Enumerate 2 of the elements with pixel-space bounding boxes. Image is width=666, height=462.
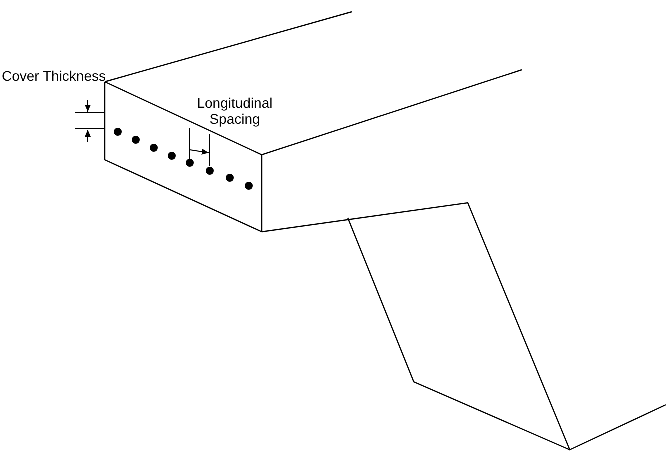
dimension-label: Longitudinal Spacing bbox=[196, 95, 274, 127]
dimension-label: Cover Thickness bbox=[2, 68, 108, 84]
